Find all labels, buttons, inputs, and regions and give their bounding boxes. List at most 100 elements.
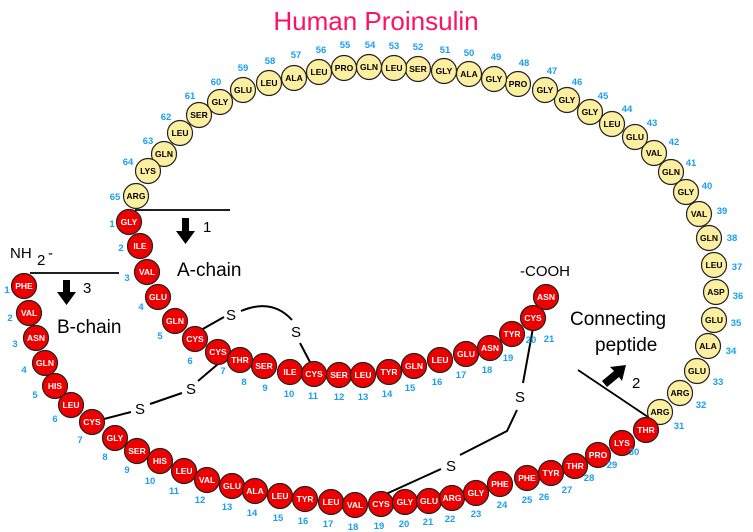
residue-number: 28 (584, 473, 595, 484)
sulfur-atom: S (226, 307, 236, 324)
residue-name: ALA (246, 486, 263, 496)
residue-name: GLU (705, 315, 723, 325)
residue-circle (640, 139, 668, 167)
residue-circle (305, 58, 333, 86)
residue-circle (486, 470, 514, 498)
residue-name: THR (637, 425, 654, 435)
residue-name: ARG (651, 407, 670, 417)
arrow-down-icon (57, 280, 76, 305)
b-chain-residue-20: GLY 20 (391, 488, 419, 530)
residue-circle (115, 208, 143, 236)
bond-line (200, 316, 225, 331)
residue-number: 39 (717, 206, 728, 217)
disulfide-bond-a7-b7: S S (103, 363, 219, 420)
residue-name: SER (409, 64, 426, 74)
residue-name: PHE (518, 473, 536, 483)
residue-name: ASN (537, 292, 555, 302)
residue-circle (122, 182, 150, 210)
residue-name: ASP (707, 287, 725, 297)
residue-name: ARG (443, 493, 462, 503)
cleavage-site-2-label: 2 (632, 375, 640, 392)
residue-number: 40 (702, 181, 713, 192)
residue-circle (255, 69, 283, 97)
residue-name: PRO (589, 450, 608, 460)
residue-number: 57 (291, 50, 302, 61)
residue-number: 50 (464, 48, 475, 59)
residue-number: 5 (32, 390, 38, 401)
residue-number: 14 (247, 508, 258, 519)
residue-name: LEU (323, 497, 340, 507)
residue-number: 8 (102, 452, 107, 463)
residue-name: HIS (48, 381, 63, 391)
residue-circle (126, 232, 154, 260)
residue-circle (426, 346, 454, 374)
residue-name: CYS (305, 369, 323, 379)
residue-name: THR (231, 355, 248, 365)
residue-number: 16 (298, 516, 309, 527)
residue-number: 24 (497, 500, 508, 511)
residue-circle (584, 441, 612, 469)
residue-name: GLY (397, 497, 414, 507)
residue-number: 15 (405, 383, 416, 394)
residue-number: 41 (686, 158, 697, 169)
sulfur-atom: S (291, 324, 301, 341)
residue-name: VAL (691, 209, 707, 219)
residue-circle (553, 86, 581, 114)
residue-name: GLN (166, 316, 184, 326)
residue-name: GLY (436, 66, 453, 76)
residue-number: 20 (399, 519, 410, 530)
residue-circle (700, 251, 728, 279)
residue-number: 2 (118, 243, 123, 254)
residue-name: VAL (347, 500, 363, 510)
residue-name: ALA (285, 73, 302, 83)
residue-number: 61 (185, 91, 196, 102)
residue-name: TYR (504, 329, 521, 339)
residue-circle (101, 424, 129, 452)
residue-name: CYS (83, 417, 101, 427)
residue-circle (193, 466, 221, 494)
residue-number: 59 (238, 63, 249, 74)
residue-name: SER (190, 110, 207, 120)
residue-name: TYR (381, 367, 398, 377)
residue-circle (646, 398, 674, 426)
residue-number: 10 (145, 476, 156, 487)
residue-number: 7 (77, 435, 82, 446)
residue-circle (146, 447, 174, 475)
residue-number: 55 (340, 40, 351, 51)
residue-circle (683, 357, 711, 385)
residue-name: ARG (671, 388, 690, 398)
nh-text: NH (10, 245, 32, 262)
residue-name: LEU (176, 466, 193, 476)
residue-name: VAL (199, 475, 215, 485)
bond-line (522, 327, 534, 384)
residue-number: 29 (607, 460, 618, 471)
residue-name: LEU (706, 260, 723, 270)
residue-circle (519, 304, 547, 332)
residue-name: GLY (537, 85, 554, 95)
residue-circle (498, 320, 526, 348)
bond-line (385, 468, 442, 495)
